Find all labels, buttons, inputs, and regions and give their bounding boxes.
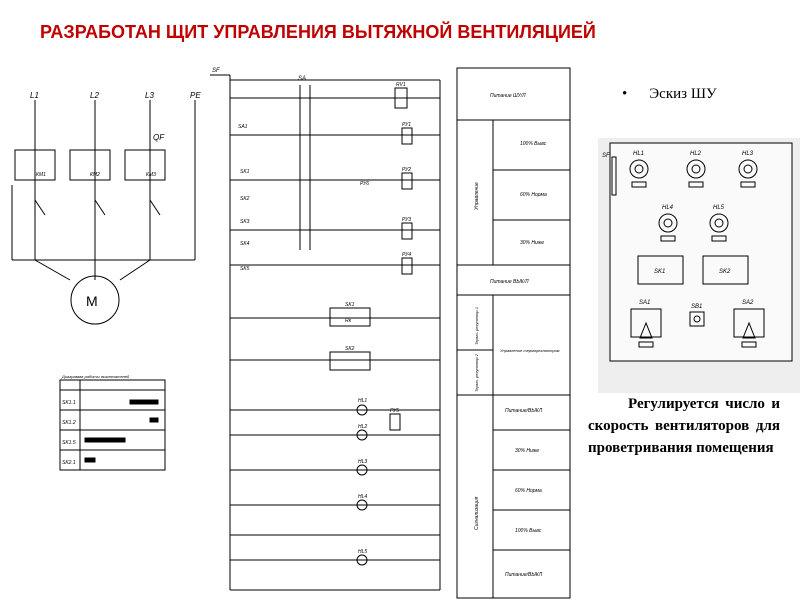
lamp-label: HL2: [358, 424, 367, 430]
lamp-label: HL1: [358, 398, 367, 404]
legend-side-label: Термо- регулятор 2: [474, 353, 479, 392]
rk-label: Rк: [345, 318, 352, 324]
phase-label: L1: [30, 91, 39, 100]
switch-table-row: SK1.5: [62, 440, 76, 446]
panel-lamp-label: HL4: [662, 205, 674, 211]
contactor-label: КМ2: [90, 172, 100, 178]
coil-label: РУ1: [402, 122, 411, 128]
phase-label: PE: [190, 91, 201, 100]
legend-item: Питание/ВЫКЛ: [505, 408, 543, 414]
contactor-label: КМ3: [146, 172, 156, 178]
thermo-label: SK1: [345, 302, 355, 308]
bullet-dot-icon: •: [622, 86, 628, 102]
legend-item: Питание ШУ/Л: [490, 93, 526, 99]
panel-side-label: SF: [602, 153, 610, 159]
panel-relay-label: SK1: [654, 269, 665, 275]
thermo-label: SK2: [345, 346, 355, 352]
description-text: Регулируется число и скорость вентилятор…: [588, 396, 780, 456]
relay-label: SK2: [240, 196, 250, 202]
switch-diagram-table: [59, 379, 166, 471]
panel-lamp-label: HL2: [690, 151, 702, 157]
coil-label: РУ4: [402, 252, 411, 258]
panel-switch-label: SA1: [639, 300, 650, 306]
sa-label: SA: [298, 76, 306, 82]
panel-lamp-label: HL1: [633, 151, 644, 157]
panel-switch-label: SB1: [691, 304, 702, 310]
phase-label: L3: [145, 91, 154, 100]
relay-label: SK4: [240, 241, 250, 247]
wiring-schematic: L1 L2 L3 PE QF M КМ1 КМ2 КМ3 SF SA RV1 S…: [11, 67, 571, 599]
legend-side-label: Сигнализация: [474, 496, 480, 530]
legend-item: 100% Вывс: [515, 528, 542, 534]
lamp-label: HL5: [358, 549, 367, 555]
legend-item: 30% Ниже: [520, 240, 544, 246]
control-panel-sketch: HL1 HL2 HL3 HL4 HL5 SK1 SK2 SA1 SB1 SA2 …: [598, 138, 800, 393]
legend-item: 60% Норма: [520, 192, 547, 198]
legend-item: 60% Норма: [515, 488, 542, 494]
relay-label: SK1: [240, 169, 250, 175]
switch-table-row: SK1.1: [62, 400, 76, 406]
relay-label: SA1: [238, 124, 248, 130]
power-circuit: [11, 74, 441, 591]
switch-table-row: SK1.2: [62, 420, 76, 426]
switch-table-title: Диаграмма работы выключателей: [61, 374, 130, 379]
sf-label: SF: [212, 68, 220, 74]
phase-label: L2: [90, 91, 99, 100]
rv-label: RV1: [396, 82, 406, 88]
coil-label: РУ3: [402, 217, 411, 223]
bullet-text: Эскиз ШУ: [649, 86, 717, 102]
lamp-label: HL4: [358, 494, 367, 500]
coil-label: РУ5: [390, 408, 399, 414]
control-rungs: [230, 87, 440, 566]
panel-lamp-label: HL3: [742, 151, 754, 157]
coil-label: РУ2: [402, 167, 411, 173]
legend-item: Управление термореглятором: [500, 348, 560, 353]
panel-relay-label: SK2: [719, 269, 731, 275]
motor-label: M: [86, 293, 98, 309]
legend-side-label: Термо- регулятор 1: [474, 307, 479, 345]
legend-item: Питание/ВЫКЛ: [505, 572, 543, 578]
legend-side-label: Управление: [474, 182, 480, 210]
legend-item: Питание ВЫК/Л: [490, 279, 529, 285]
breaker-label: QF: [153, 133, 165, 142]
relay-label: SK5: [240, 266, 250, 272]
slide-title: РАЗРАБОТАН ЩИТ УПРАВЛЕНИЯ ВЫТЯЖНОЙ ВЕНТИ…: [40, 22, 596, 42]
panel-drawing: HL1 HL2 HL3 HL4 HL5 SK1 SK2 SA1 SB1 SA2 …: [602, 142, 793, 362]
legend-item: 30% Ниже: [515, 448, 539, 454]
panel-switch-label: SA2: [742, 300, 754, 306]
relay-label: SK3: [240, 219, 250, 225]
legend-table: [456, 67, 571, 599]
selector-rails: [299, 85, 311, 250]
legend-item: 100% Вывс: [520, 141, 547, 147]
lamp-label: HL3: [358, 459, 367, 465]
switch-table-row: SK2.1: [62, 460, 76, 466]
contactor-label: КМ1: [36, 172, 46, 178]
panel-lamp-label: HL5: [713, 205, 725, 211]
bullet-item: • Эскиз ШУ: [622, 86, 717, 103]
coil-label: РУ6: [360, 181, 369, 187]
